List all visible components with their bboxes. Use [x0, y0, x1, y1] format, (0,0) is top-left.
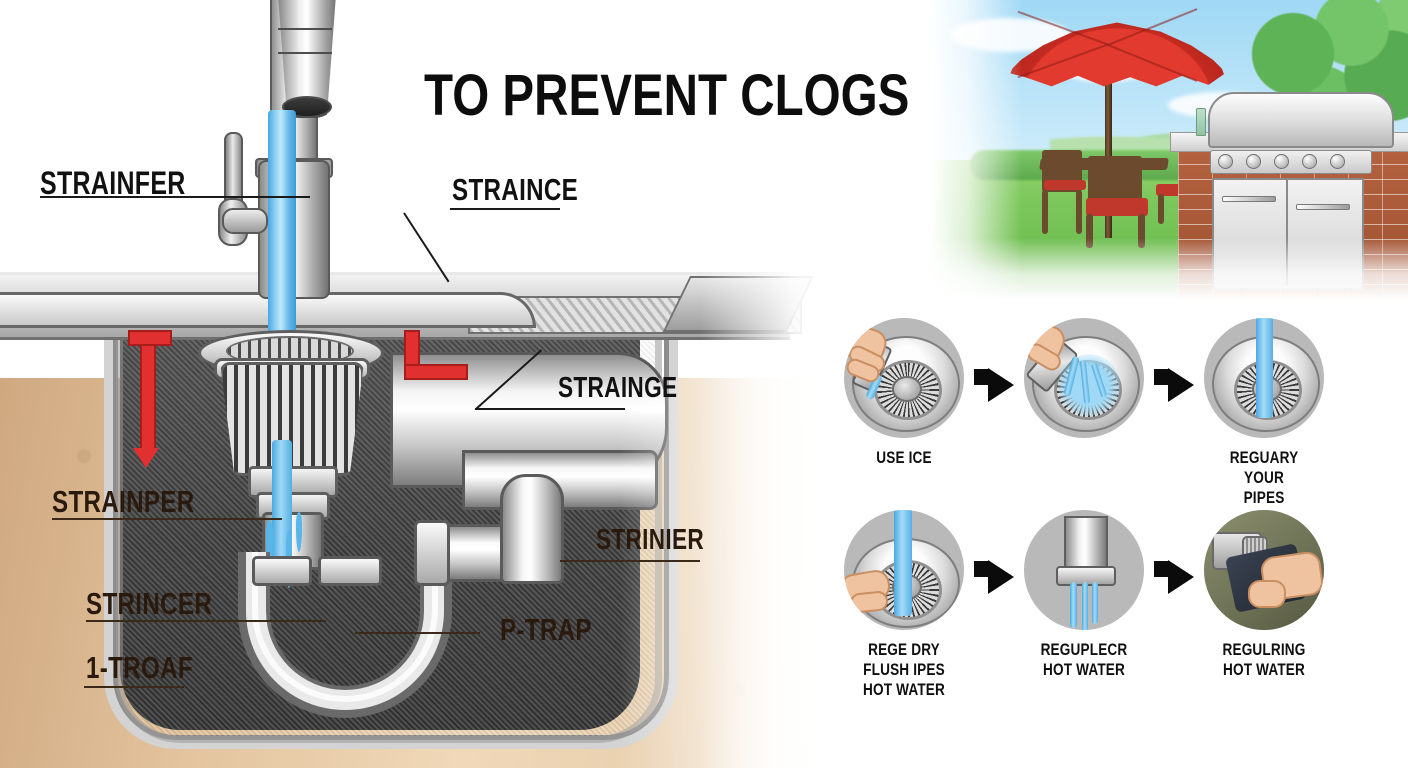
water-drip-1 [266, 520, 273, 566]
step-caption-reguary-pipes: REGUARY YOUR PIPES [1229, 448, 1299, 507]
label-strinier: STRINIER [596, 524, 705, 556]
label-one-troaf: 1-TROAF [86, 650, 193, 685]
step-panel-dry-flush: REGE DRY FLUSH IPES HOT WATER [844, 510, 964, 700]
step-panel-hot-water-pipe: REGUPLECR HOT WATER [1024, 510, 1144, 680]
patio-bottom-fade [930, 238, 1408, 300]
water-running-through-drain-icon [1204, 318, 1324, 438]
water-drip-3 [296, 512, 302, 552]
label-strincer: STRINCER [86, 586, 213, 621]
leader-strinier [560, 560, 700, 562]
leader-straince [450, 208, 560, 210]
grill-door-handle-left [1222, 196, 1276, 202]
waste-elbow [500, 474, 564, 584]
faucet-band-1 [278, 28, 332, 30]
right-arrow-icon-3 [988, 560, 1014, 594]
p-trap-highlight [252, 552, 438, 702]
grill-knob-3 [1274, 154, 1289, 169]
label-strainfer: STRAINFER [40, 165, 186, 201]
page-title: TO PREVENT CLOGS [424, 63, 910, 128]
grill-control-panel [1210, 150, 1372, 174]
patio-outdoor-kitchen-illustration [930, 0, 1408, 300]
grill-knob-5 [1330, 154, 1345, 169]
grill-knob-2 [1246, 154, 1261, 169]
right-arrow-tail-3 [974, 561, 990, 577]
right-arrow-icon-2 [1168, 368, 1194, 402]
grill-knob-4 [1302, 154, 1317, 169]
ice-water-flushing-drain-icon [1024, 318, 1144, 438]
leader-p-trap [355, 632, 480, 634]
label-strainge: STRAINGE [558, 372, 678, 404]
label-straince: STRAINCE [452, 172, 579, 207]
leader-one-troaf [84, 686, 184, 688]
water-stream [1256, 318, 1273, 418]
prevent-clogs-step-panels: USE ICE [824, 318, 1408, 768]
pipe-stream-2 [1082, 582, 1088, 630]
hot-supply-drop-left [140, 330, 156, 454]
p-trap-nut-left [252, 556, 312, 586]
right-arrow-icon-4 [1168, 560, 1194, 594]
patio-chair-front-leg-1 [1086, 214, 1093, 248]
patio-chair-left-leg-2 [1076, 190, 1082, 234]
water-stream [894, 510, 912, 616]
label-p-trap: P-TRAP [500, 612, 592, 647]
sink-drain-cutaway-diagram: STRAINFER STRAINCE STRAINGE STRAINPER ST… [0, 0, 840, 768]
step-panel-reguary-pipes: REGUARY YOUR PIPES [1204, 318, 1324, 508]
water-stream-main [268, 110, 296, 350]
strainer-basket [220, 362, 364, 476]
step-caption-dry-flush: REGE DRY FLUSH IPES HOT WATER [862, 640, 946, 699]
faucet-band-2 [278, 52, 332, 54]
right-arrow-tail-4 [1154, 561, 1170, 577]
grill-knob-1 [1218, 154, 1233, 169]
grill-hood [1208, 92, 1394, 148]
pipe-stream-3 [1092, 582, 1098, 624]
step-panel-flush [1024, 318, 1144, 448]
step-caption-clean-aerator: REGULRING HOT WATER [1222, 640, 1306, 679]
step-panel-clean-aerator: REGULRING HOT WATER [1204, 510, 1324, 680]
hand-at-drain-with-water-jet-icon [844, 510, 964, 630]
p-trap-arm-nut [414, 520, 450, 586]
hot-supply-header-left [128, 330, 172, 346]
leader-strincer [86, 620, 326, 622]
label-strainper: STRAINPER [52, 484, 195, 519]
step-caption-use-ice: USE ICE [876, 448, 932, 467]
right-arrow-tail-1 [974, 369, 990, 385]
leader-strainfer [40, 196, 310, 198]
patio-chair-left-leg-1 [1042, 190, 1048, 234]
right-arrow-icon-1 [988, 368, 1014, 402]
step-caption-hot-water-pipe: REGUPLECR HOT WATER [1040, 640, 1128, 679]
patio-chair-front-cushion [1086, 198, 1148, 216]
right-arrow-tail-2 [1154, 369, 1170, 385]
hand-pouring-ice-into-sink-drain-icon [844, 318, 964, 438]
hot-supply-branch-right [404, 364, 468, 380]
leader-strainper [52, 518, 282, 520]
hand-cleaning-aerator-with-cloth-icon [1204, 510, 1324, 630]
patio-chair-front-leg-2 [1138, 214, 1145, 248]
hot-supply-arrow-left [133, 448, 159, 468]
pipe-stream-1 [1070, 582, 1077, 628]
faucet-handle-arm [222, 208, 268, 234]
grill-door-divider [1286, 178, 1288, 286]
leader-strainge [475, 408, 625, 410]
bottle [1196, 108, 1206, 136]
grill-door-handle-right [1296, 204, 1350, 210]
pipe-flushing-water-icon [1024, 510, 1144, 630]
patio-chair-left-cushion [1044, 180, 1086, 190]
diagram-right-fade [700, 0, 840, 768]
step-panel-use-ice: USE ICE [844, 318, 964, 468]
sink-drain-hub [892, 376, 922, 402]
patio-chair-right-leg [1158, 194, 1164, 224]
p-trap-nut-right [318, 556, 382, 586]
thumb [1248, 580, 1286, 608]
